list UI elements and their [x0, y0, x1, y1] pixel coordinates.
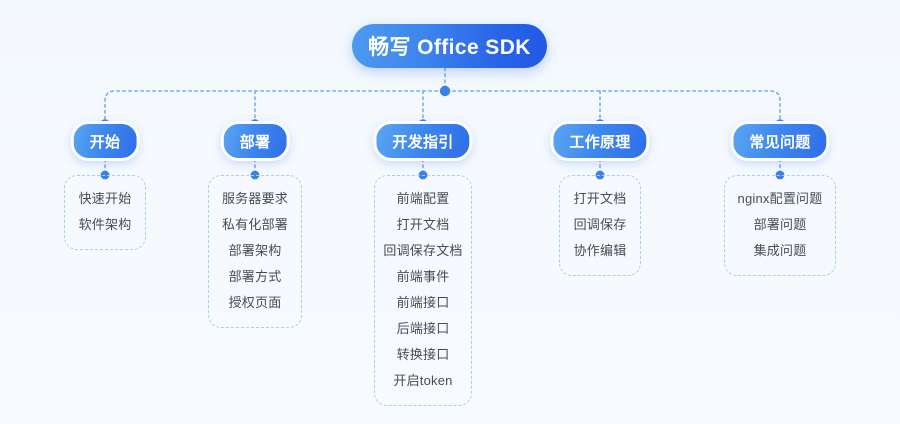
leaf-item[interactable]: 部署架构: [228, 243, 282, 258]
branch-pill[interactable]: 开发指引: [373, 121, 473, 161]
leaf-group-5: nginx配置问题部署问题集成问题: [724, 175, 836, 276]
leaf-item[interactable]: 前端配置: [396, 191, 450, 206]
leaf-item[interactable]: 软件架构: [78, 217, 132, 232]
branch-node-1[interactable]: 开始: [70, 121, 140, 161]
branch-label: 开发指引: [392, 133, 454, 151]
leaf-group-4: 打开文档回调保存协作编辑: [559, 175, 641, 276]
leaf-item[interactable]: nginx配置问题: [737, 191, 823, 206]
leaf-item[interactable]: 集成问题: [753, 243, 807, 258]
branch-pill[interactable]: 部署: [220, 121, 290, 161]
leaf-item[interactable]: 私有化部署: [221, 217, 288, 232]
leaf-item[interactable]: 打开文档: [396, 217, 450, 232]
leaf-item[interactable]: 后端接口: [396, 321, 450, 336]
root-node-label: 畅写 Office SDK: [368, 36, 531, 59]
junction-dot: [439, 85, 451, 97]
branch-pill[interactable]: 工作原理: [550, 121, 650, 161]
leaf-item[interactable]: 服务器要求: [221, 191, 288, 206]
leaf-item[interactable]: 开启token: [393, 373, 453, 388]
leaf-item[interactable]: 快速开始: [78, 191, 132, 206]
branch-label: 开始: [89, 133, 121, 151]
leaf-group-1: 快速开始软件架构: [64, 175, 146, 250]
leaf-item[interactable]: 打开文档: [573, 191, 627, 206]
leaf-item[interactable]: 部署问题: [753, 217, 807, 232]
leaf-item[interactable]: 前端事件: [396, 269, 450, 284]
leaf-item[interactable]: 转换接口: [396, 347, 450, 362]
leaf-group-3: 前端配置打开文档回调保存文档前端事件前端接口后端接口转换接口开启token: [374, 175, 472, 406]
connector-bus: [104, 90, 781, 126]
leaf-item[interactable]: 协作编辑: [573, 243, 627, 258]
branch-label: 部署: [239, 133, 271, 151]
branch-node-3[interactable]: 开发指引: [373, 121, 473, 161]
branch-pill[interactable]: 常见问题: [730, 121, 830, 161]
branch-label: 常见问题: [749, 133, 811, 151]
branch-label: 工作原理: [569, 133, 631, 151]
branch-node-5[interactable]: 常见问题: [730, 121, 830, 161]
root-node[interactable]: 畅写 Office SDK: [352, 24, 547, 68]
leaf-item[interactable]: 授权页面: [228, 295, 282, 310]
leaf-item[interactable]: 部署方式: [228, 269, 282, 284]
leaf-item[interactable]: 回调保存文档: [383, 243, 463, 258]
branch-pill[interactable]: 开始: [70, 121, 140, 161]
leaf-item[interactable]: 前端接口: [396, 295, 450, 310]
leaf-item[interactable]: 回调保存: [573, 217, 627, 232]
branch-node-4[interactable]: 工作原理: [550, 121, 650, 161]
leaf-group-2: 服务器要求私有化部署部署架构部署方式授权页面: [208, 175, 302, 328]
branch-node-2[interactable]: 部署: [220, 121, 290, 161]
